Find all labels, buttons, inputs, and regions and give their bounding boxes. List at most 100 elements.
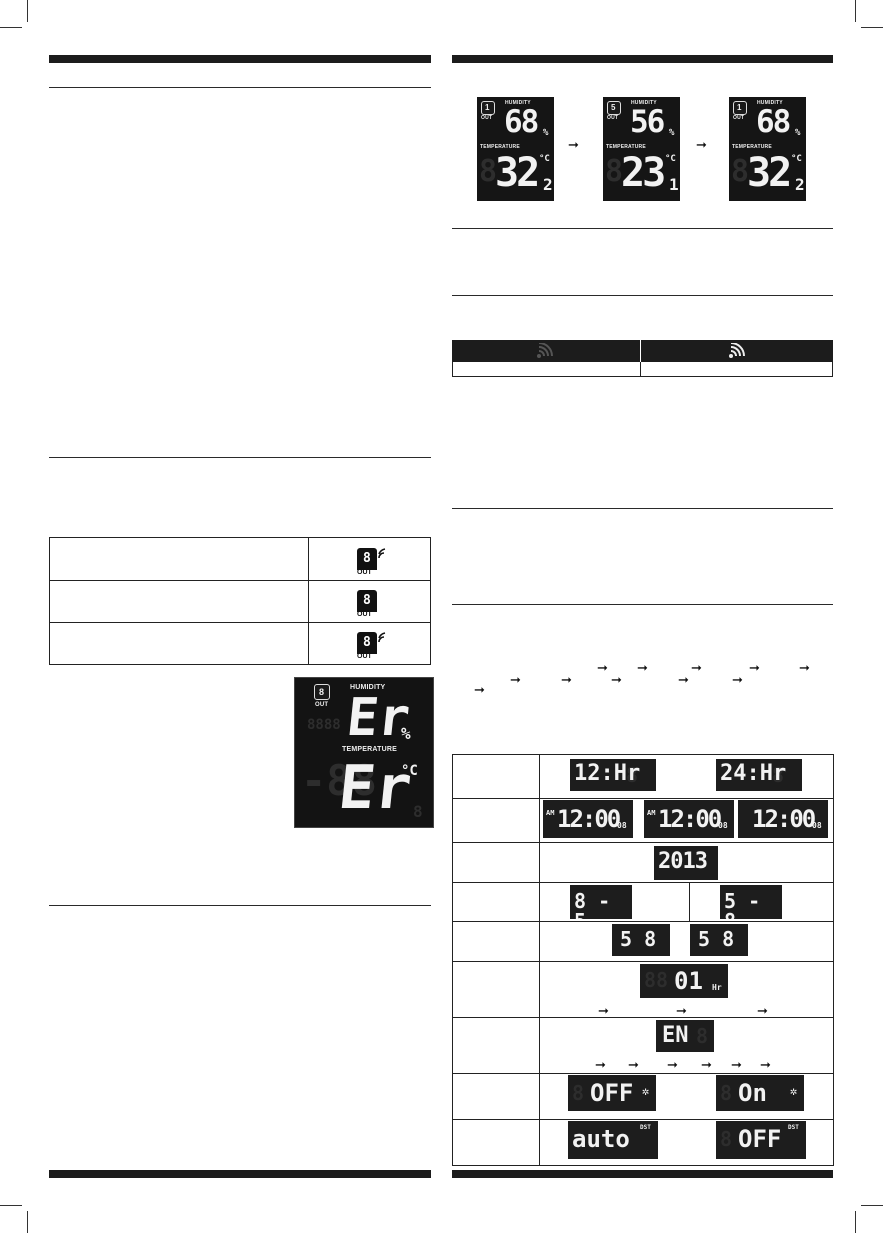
screen-temp-int: 32 [495,150,540,196]
house-icon [314,684,330,700]
sensor-channel: 8 [363,551,371,566]
clock-time: 12:00 [557,805,621,833]
time-format-24-display: 8 24:Hr [716,759,802,791]
day-month-display-2: 5 8 [690,924,748,956]
clock-ampm: AM [546,809,555,817]
screen-humidity-unit: % [795,128,801,138]
section-divider [452,295,833,296]
screen-temperature-label: TEMPERATURE [732,144,772,150]
ghost-digits: -88 [301,756,377,805]
weather-lcd-screen: 1 OUT HUMIDITY 68 % TEMPERATURE 8 32 °C … [729,97,806,201]
house-icon [481,101,495,115]
signal-off-icon [377,590,389,602]
error-lcd: 8 OUT HUMIDITY 8888 Er % TEMPERATURE -88… [294,677,434,828]
year-value: 2013 [658,849,708,874]
screen-temp-int: 32 [747,150,792,196]
crop-mark [855,0,856,22]
language-value: EN [662,1023,689,1048]
clock-seconds: 08 [617,821,627,830]
signal-table [452,340,833,378]
time-format-12-display: 8 12:Hr [570,759,656,791]
ghost-digits: 8 [720,1127,733,1151]
section-divider [452,228,833,229]
sensor-out-label: OUT [357,611,372,618]
date-order-md: 8 - 5 [574,889,611,919]
section-divider [452,604,833,605]
weather-lcd-screen: 5 OUT HUMIDITY 56 % TEMPERATURE 8 23 °C … [603,97,680,201]
clock-seconds: 08 [812,821,822,830]
screen-humidity: 68 [756,104,791,140]
crop-mark [0,1205,22,1206]
time-format-12: 12:Hr [574,761,641,786]
dst-off: OFF [738,1125,782,1153]
date-order-dm: 5 - 8 [724,889,761,919]
arrow-right-icon: ➞ [510,672,521,687]
sensor-status-icon: 8 OUT [355,632,391,660]
screen-temp-unit: °C [665,154,676,164]
footer-bar-left [49,1170,431,1178]
ghost-digits: 8 [479,154,498,189]
screen-temp-unit: °C [539,154,550,164]
section-divider [49,87,431,88]
screen-temp-dec: 2 [543,175,553,194]
dst-auto-display: auto DST [568,1121,658,1159]
section-divider [49,457,431,458]
screen-temp-int: 23 [621,150,666,196]
year-display: 2013 [654,846,718,880]
ghost-digits: 8 [772,763,785,787]
screen-channel: 5 [611,103,616,112]
clock-display: AM 12:00 08 [644,800,734,838]
arrow-right-icon: ➞ [595,1057,606,1072]
date-order-md-display: 8 - 5 [570,885,632,919]
crop-mark [0,27,22,28]
screen-humidity-unit: % [669,128,675,138]
screen-temperature-label: TEMPERATURE [606,144,646,150]
crop-mark [27,1211,28,1233]
screen-humidity-label: HUMIDITY [505,100,531,106]
arrow-right-icon: ➞ [598,1003,609,1018]
sensor-out-label: OUT [357,653,372,660]
ghost-digits: 8 [605,154,624,189]
screen-out-label: OUT [733,115,745,121]
screen-out-label: OUT [607,115,619,121]
arrow-right-icon: ➞ [731,1057,742,1072]
screen-channel: 1 [737,103,742,112]
error-channel: 8 [319,687,325,697]
time-zone-value: 01 [674,967,703,995]
house-icon [607,101,621,115]
day-month-2: 5 8 [698,927,735,951]
header-bar-right [452,55,833,63]
screen-out-label: OUT [481,115,493,121]
header-bar-left [49,55,431,63]
ghost-digits: 88 [644,968,669,992]
screen-temp-dec: 2 [795,175,805,194]
error-humidity-unit: % [401,724,411,743]
strong-signal-icon [729,343,745,358]
clock-time: 12:00 [658,805,722,833]
arrow-right-icon: ➞ [732,672,743,687]
arrow-right-icon: ➞ [667,1057,678,1072]
section-divider [452,508,833,509]
sensor-status-table [49,537,431,665]
signal-connected-icon [378,632,386,643]
settings-table [452,754,834,1166]
crop-mark [27,0,28,22]
time-zone-display: 88 01 Hr [640,964,728,998]
screen-temp-unit: °C [791,154,802,164]
arrow-right-icon: ➞ [696,137,707,152]
ghost-digits: 8 [696,1024,709,1048]
crop-mark [861,27,883,28]
sun-icon: ✲ [790,1084,798,1098]
arrow-right-icon: ➞ [749,660,760,675]
clock-display: 12:00 08 [738,800,828,838]
day-month-1: 5 8 [620,927,657,951]
clock-seconds: 08 [718,821,728,830]
arrow-right-icon: ➞ [474,682,485,697]
arrow-right-icon: ➞ [568,137,579,152]
dst-label: DST [640,1124,651,1131]
screen-humidity-unit: % [543,128,549,138]
screen-humidity: 56 [630,104,665,140]
sensor-channel: 8 [363,593,371,608]
snooze-on-display: 8 On ✲ [716,1075,804,1111]
sensor-channel: 8 [363,635,371,650]
